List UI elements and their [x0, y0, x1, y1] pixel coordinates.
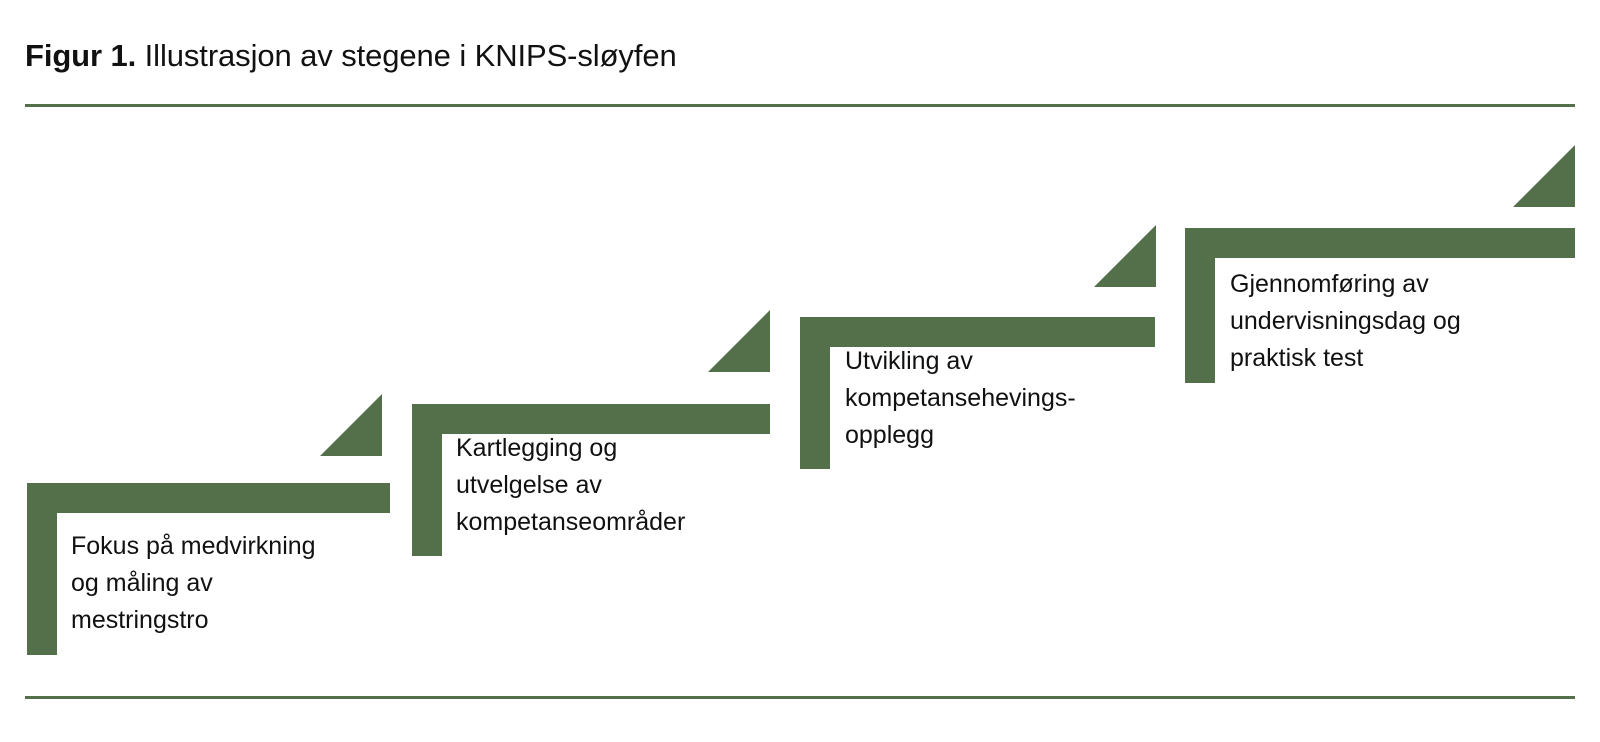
step-3-caption: Utvikling av kompetansehevings- opplegg — [845, 347, 1076, 449]
step-2: Kartlegging og utvelgelse av kompetanseo… — [412, 404, 770, 556]
step-3: Utvikling av kompetansehevings- opplegg — [800, 317, 1155, 469]
step-4-caption: Gjennomføring av undervisningsdag og pra… — [1230, 270, 1461, 372]
riser-triangle-1-icon — [320, 394, 382, 456]
step-4: Gjennomføring av undervisningsdag og pra… — [1185, 228, 1575, 383]
riser-triangle-2-icon — [708, 310, 770, 372]
step-2-top-bar — [412, 404, 770, 434]
step-2-caption: Kartlegging og utvelgelse av kompetanseo… — [456, 434, 686, 536]
step-4-top-bar — [1185, 228, 1575, 258]
step-1-top-bar — [27, 483, 390, 513]
figure-title-text: Illustrasjon av stegene i KNIPS-sløyfen — [144, 38, 677, 73]
footer-divider-bottom — [25, 696, 1575, 699]
figure-label: Figur 1. — [25, 38, 137, 73]
step-1-left-bar — [27, 483, 57, 655]
riser-triangle-3-icon — [1094, 225, 1156, 287]
step-3-top-bar — [800, 317, 1155, 347]
page-title: Figur 1. Illustrasjon av stegene i KNIPS… — [25, 36, 677, 76]
step-3-left-bar — [800, 317, 830, 469]
riser-triangle-4-icon — [1513, 145, 1575, 207]
step-2-left-bar — [412, 404, 442, 556]
header-divider-top — [25, 104, 1575, 107]
step-4-left-bar — [1185, 228, 1215, 383]
step-1: Fokus på medvirkning og måling av mestri… — [27, 483, 390, 655]
step-1-caption: Fokus på medvirkning og måling av mestri… — [71, 532, 316, 634]
